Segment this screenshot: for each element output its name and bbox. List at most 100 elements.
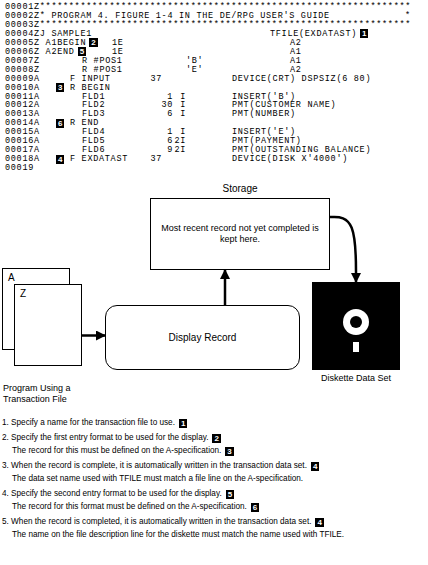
listing-text: 00016A xyxy=(5,137,40,146)
node-text: Diskette Data Set xyxy=(308,373,404,384)
callout-number: 1 xyxy=(360,29,368,38)
listing-text: PMT(NUMBER) xyxy=(232,110,296,119)
listing-text: 00004ZJ SAMPLE1 xyxy=(5,30,92,39)
listing-text: I xyxy=(180,110,186,119)
storage-box: StorageMost recent record not yet comple… xyxy=(150,183,330,270)
listing-text: 00006Z A2END xyxy=(5,48,75,57)
listing-text: 37 xyxy=(150,155,162,164)
listing-text: 00017A xyxy=(5,146,40,155)
listing-text: F EXDATAST xyxy=(70,155,128,164)
listing-text: 37 xyxy=(150,75,162,84)
callout-number: 2 xyxy=(212,434,220,443)
storage-frame: Most recent record not yet completed is … xyxy=(150,198,330,270)
step-text: The record for this format must be defin… xyxy=(12,502,247,512)
callout-number: 5 xyxy=(226,490,234,499)
callout-number: 4 xyxy=(315,518,323,527)
listing-text: FLD3 xyxy=(82,110,105,119)
listing-text: FLD5 xyxy=(82,137,105,146)
listing-text: TFILE(EXDATAST) xyxy=(270,30,357,39)
listing-text: 'B' xyxy=(186,57,203,66)
flow-arrow xyxy=(224,270,227,305)
listing-text: I xyxy=(180,93,186,102)
listing-text: DEVICE(CRT) DSPSIZ(6 80) xyxy=(232,75,371,84)
listing-text: 00011A xyxy=(5,93,40,102)
listing-text: R END xyxy=(70,119,99,128)
listing-text: 30 xyxy=(161,101,173,110)
listing-text: 1E xyxy=(112,39,124,48)
listing-text: FLD1 xyxy=(82,93,105,102)
listing-text: F INPUT xyxy=(70,75,111,84)
listing-text: 00009A xyxy=(5,75,40,84)
listing-text: I xyxy=(180,128,186,137)
diskette-icon xyxy=(312,282,400,370)
diskette-jacket xyxy=(312,282,400,370)
listing-text: INSERT('E') xyxy=(232,128,296,137)
callout-number: 3 xyxy=(225,447,233,456)
diskette-index-hole xyxy=(353,342,359,352)
listing-text: 9 xyxy=(167,146,173,155)
listing-text: 2I xyxy=(174,137,186,146)
listing-text: A2 xyxy=(290,39,302,48)
listing-text: 00012A xyxy=(5,101,40,110)
node-text: A xyxy=(8,272,64,284)
diskette-data-set: Diskette Data Set xyxy=(308,282,404,384)
callout-number: 4 xyxy=(311,462,319,471)
listing-text: A2 xyxy=(290,66,302,75)
diskette-spindle xyxy=(350,316,362,328)
listing-text: DEVICE(DISK X'4000') xyxy=(232,155,348,164)
listing-text: R #POS1 xyxy=(82,57,123,66)
listing-text: 00014A xyxy=(5,119,40,128)
callout-number: 1 xyxy=(179,419,187,428)
listing-text: 00007Z xyxy=(5,57,40,66)
listing-text: FLD6 xyxy=(82,146,105,155)
callout-number: 4 xyxy=(56,155,64,164)
flow-arrow xyxy=(330,217,356,282)
listing-text: 6 xyxy=(167,110,173,119)
listing-text: R BEGIN xyxy=(70,84,111,93)
listing-text: 00015A xyxy=(5,128,40,137)
callout-number: 3 xyxy=(56,83,64,92)
node-text: Most recent record not yet completed is … xyxy=(161,223,319,245)
source-page: Z xyxy=(14,284,82,366)
step-text: The data set name used with TFILE must m… xyxy=(12,474,303,484)
listing-text: FLD4 xyxy=(82,128,105,137)
callout-number: 6 xyxy=(56,119,64,128)
step-text: 4. Specify the second entry format to be… xyxy=(2,489,222,499)
step-text: The record for this must be defined on t… xyxy=(12,446,221,456)
listing-text: 1 xyxy=(167,93,173,102)
step-text: 3. When the record is complete, it is au… xyxy=(2,461,307,471)
listing-text: 00001Z**********************************… xyxy=(5,3,411,12)
listing-text: I xyxy=(180,101,186,110)
listing-text: 00010A xyxy=(5,84,40,93)
listing-text: 00002Z* PROGRAM 4. FIGURE 1-4 IN THE DE/… xyxy=(5,12,330,21)
listing-text: 00019 xyxy=(5,164,34,173)
listing-text: A1 xyxy=(290,48,302,57)
callout-number: 2 xyxy=(89,38,97,47)
diskette-hub xyxy=(343,309,369,335)
flow-arrow xyxy=(82,334,105,337)
listing-text: INSERT('B') xyxy=(232,93,296,102)
listing-text: * xyxy=(405,12,411,21)
node-text: Z xyxy=(20,288,76,300)
step-text: 5. When the record is completed, it is a… xyxy=(2,517,311,527)
listing-text: 00018A xyxy=(5,155,40,164)
step-text: The name on the file description line fo… xyxy=(12,530,344,540)
listing-text: 6 xyxy=(167,137,173,146)
display-record-box: Display Record xyxy=(105,305,300,370)
listing-text: 1 xyxy=(167,128,173,137)
listing-text: PMT(CUSTOMER NAME) xyxy=(232,101,336,110)
listing-text: 00008Z xyxy=(5,66,40,75)
listing-text: 00003Z**********************************… xyxy=(5,21,411,30)
callout-number: 6 xyxy=(251,503,259,512)
listing-text: 'E' xyxy=(186,66,203,75)
listing-text: PMT(OUTSTANDING BALANCE) xyxy=(232,146,371,155)
listing-text: A1 xyxy=(290,57,302,66)
step-text: 1. Specify a name for the transaction fi… xyxy=(2,418,175,428)
listing-text: 2I xyxy=(174,146,186,155)
callout-number: 5 xyxy=(78,47,86,56)
node-text: Display Record xyxy=(169,332,237,344)
step-text: 2. Specify the first entry format to be … xyxy=(2,433,208,443)
listing-text: R #POS1 xyxy=(82,66,123,75)
listing-text: FLD2 xyxy=(82,101,105,110)
listing-text: 00005Z A1BEGIN xyxy=(5,39,86,48)
